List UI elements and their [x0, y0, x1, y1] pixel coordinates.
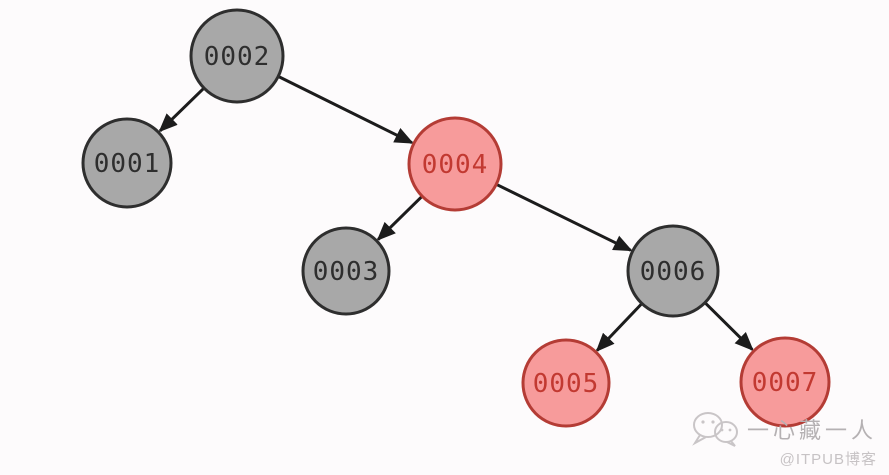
tree-node-0003: 0003: [301, 226, 391, 316]
tree-edge-0006-0005: [595, 302, 643, 352]
tree-node-0002: 0002: [189, 8, 285, 104]
tree-node-circle-0004: [407, 116, 503, 212]
tree-edge-0004-0006: [495, 182, 633, 252]
tree-node-circle-0005: [521, 338, 611, 428]
tree-edge-0004-0003: [376, 195, 424, 241]
tree-node-label-0004: 0004: [422, 150, 489, 180]
tree-node-label-0003: 0003: [313, 257, 380, 287]
tree-node-circle-0002: [189, 8, 285, 104]
tree-node-label-0005: 0005: [533, 369, 600, 399]
watermark-source: @ITPUB博客: [779, 451, 877, 468]
tree-node-0005: 0005: [521, 338, 611, 428]
tree-node-circle-0001: [81, 117, 173, 209]
tree-edge-0002-0001: [158, 87, 206, 133]
tree-node-label-0007: 0007: [752, 368, 819, 398]
tree-node-circle-0003: [301, 226, 391, 316]
tree-node-0007: 0007: [739, 336, 831, 428]
tree-node-circle-0007: [739, 336, 831, 428]
tree-node-circle-0006: [626, 224, 720, 318]
tree-node-0006: 0006: [626, 224, 720, 318]
tree-node-0001: 0001: [81, 117, 173, 209]
tree-node-0004: 0004: [407, 116, 503, 212]
tree-node-label-0006: 0006: [640, 257, 707, 287]
tree-node-label-0001: 0001: [94, 149, 161, 179]
tree-node-label-0002: 0002: [204, 42, 271, 72]
wechat-icon: [691, 411, 739, 447]
watermark: 一心藏一人 @ITPUB博客: [691, 411, 877, 469]
tree-edge-0002-0004: [277, 75, 414, 145]
watermark-author: 一心藏一人: [746, 418, 877, 443]
tree-edge-0006-0007: [703, 301, 754, 352]
